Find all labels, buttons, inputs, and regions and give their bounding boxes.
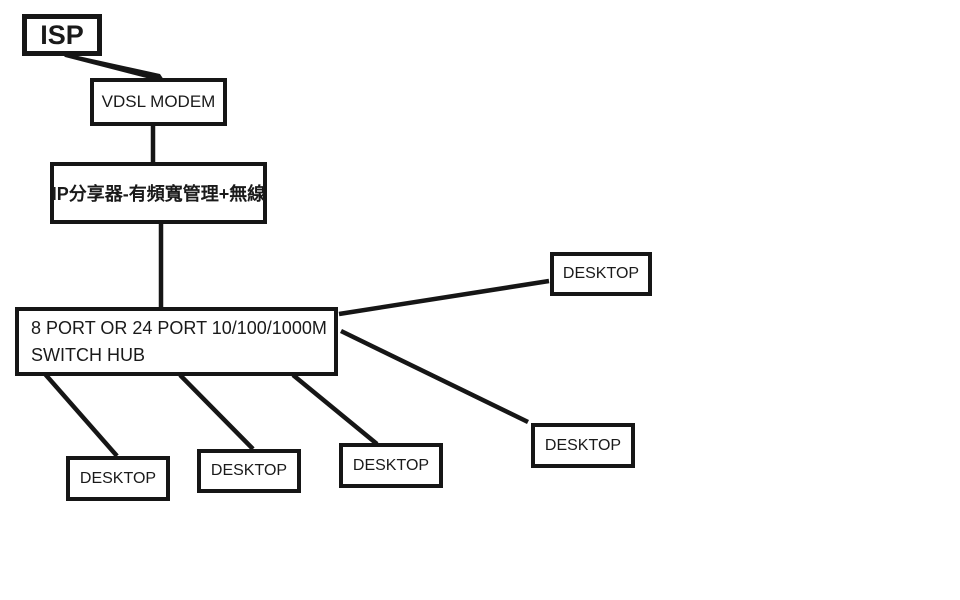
node-ip-router-label: IP分享器-有頻寬管理+無線 bbox=[51, 184, 266, 204]
node-vdsl-modem: VDSL MODEM bbox=[90, 78, 227, 126]
link-isp-vdsl-modem bbox=[60, 52, 166, 83]
link-switch-hub-desktop-bottom-left bbox=[43, 372, 119, 458]
node-desktop-bottom-center-label: DESKTOP bbox=[210, 462, 288, 479]
node-desktop-bottom-left: DESKTOP bbox=[66, 456, 170, 501]
node-desktop-bottom-center: DESKTOP bbox=[197, 449, 301, 493]
node-isp: ISP bbox=[22, 14, 102, 56]
link-switch-hub-desktop-right-upper bbox=[338, 278, 550, 317]
link-switch-hub-desktop-bottom-center bbox=[178, 373, 255, 451]
node-desktop-bottom-left-label: DESKTOP bbox=[79, 469, 157, 487]
node-vdsl-modem-label: VDSL MODEM bbox=[101, 92, 216, 111]
link-switch-hub-desktop-bottom-right bbox=[291, 373, 379, 446]
node-ip-router: IP分享器-有頻寬管理+無線 bbox=[50, 162, 267, 224]
node-desktop-right-upper: DESKTOP bbox=[550, 252, 652, 296]
node-isp-label: ISP bbox=[40, 19, 84, 50]
node-switch-hub-label-line1: 8 PORT OR 24 PORT 10/100/1000M bbox=[31, 317, 327, 338]
node-desktop-bottom-right-label: DESKTOP bbox=[352, 456, 430, 474]
node-desktop-right-lower-label: DESKTOP bbox=[544, 436, 622, 454]
node-desktop-right-lower: DESKTOP bbox=[531, 423, 635, 468]
node-desktop-bottom-right: DESKTOP bbox=[339, 443, 443, 488]
node-desktop-right-upper-label: DESKTOP bbox=[562, 265, 640, 282]
link-switch-hub-desktop-right-lower bbox=[340, 328, 529, 425]
node-switch-hub: 8 PORT OR 24 PORT 10/100/1000M SWITCH HU… bbox=[15, 307, 338, 376]
node-switch-hub-label-line2: SWITCH HUB bbox=[31, 344, 145, 365]
